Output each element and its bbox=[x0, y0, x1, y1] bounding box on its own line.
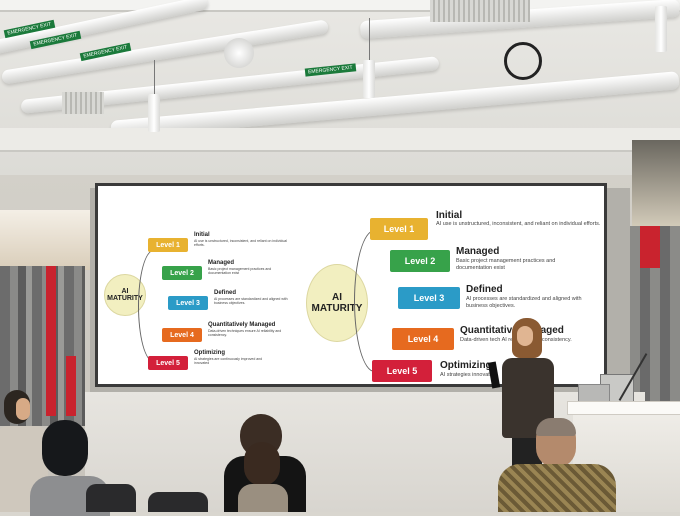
ceiling: EMERGENCY EXIT EMERGENCY EXIT EMERGENCY … bbox=[0, 0, 680, 175]
level-5-badge: Level 5 bbox=[148, 356, 188, 370]
pendant-lamp bbox=[655, 6, 667, 52]
level-3-title: Defined bbox=[466, 284, 503, 295]
level-2-desc: Basic project management practices and d… bbox=[456, 258, 556, 271]
ceiling-beam bbox=[0, 128, 680, 152]
ceiling-vent bbox=[62, 92, 104, 114]
audience-member bbox=[498, 418, 616, 512]
level-3-badge: Level 3 bbox=[168, 296, 208, 310]
level-5-desc: AI strategies are continuously improved … bbox=[194, 357, 263, 366]
level-2-badge: Level 2 bbox=[390, 250, 450, 272]
level-4-desc: Data-driven techniques ensure AI reliabi… bbox=[208, 329, 282, 338]
level-1-title: Initial bbox=[194, 232, 210, 238]
level-3-desc: AI processes are standardized and aligne… bbox=[466, 296, 582, 309]
level-4-badge: Level 4 bbox=[392, 328, 454, 350]
level-4-badge: Level 4 bbox=[162, 328, 202, 342]
presentation-screen: AI MATURITY Level 1 Level 2 Level 3 Leve… bbox=[95, 183, 607, 387]
level-2-badge: Level 2 bbox=[162, 266, 202, 280]
level-4-title: Quantitatively Managed bbox=[208, 322, 276, 328]
level-1-desc: AI use is unstructured, inconsistent, an… bbox=[194, 239, 287, 248]
level-2-title: Managed bbox=[456, 246, 500, 257]
level-1-title: Initial bbox=[436, 210, 463, 221]
level-5-title: Optimizing bbox=[194, 350, 225, 356]
pendant-lamp bbox=[363, 60, 375, 98]
level-1-desc: AI use is unstructured, inconsistent, an… bbox=[436, 221, 601, 227]
level-1-badge: Level 1 bbox=[148, 238, 188, 252]
level-2-desc: Basic project management practices and d… bbox=[208, 267, 272, 276]
level-4-title: Quantitative Managed bbox=[460, 325, 564, 336]
level-3-desc: AI processes are standardized and aligne… bbox=[214, 297, 288, 306]
level-5-desc: AI strategies innovated bbox=[440, 372, 496, 378]
level-3-badge: Level 3 bbox=[398, 287, 460, 309]
smoke-detector-icon bbox=[224, 38, 254, 68]
level-1-badge: Level 1 bbox=[370, 218, 428, 240]
chair bbox=[148, 492, 208, 512]
level-5-title: Optimizing bbox=[440, 360, 492, 371]
chair bbox=[86, 484, 136, 512]
level-2-title: Managed bbox=[208, 260, 235, 266]
right-acoustic-panel bbox=[620, 226, 680, 426]
level-3-title: Defined bbox=[214, 290, 237, 296]
ceiling-vent bbox=[430, 0, 530, 22]
cable-coil-icon bbox=[504, 42, 542, 80]
pendant-lamp bbox=[148, 94, 160, 132]
right-window bbox=[632, 140, 680, 230]
left-window bbox=[0, 210, 92, 270]
podium-top bbox=[567, 401, 680, 415]
level-5-badge: Level 5 bbox=[372, 360, 432, 382]
audience-member bbox=[218, 414, 310, 512]
